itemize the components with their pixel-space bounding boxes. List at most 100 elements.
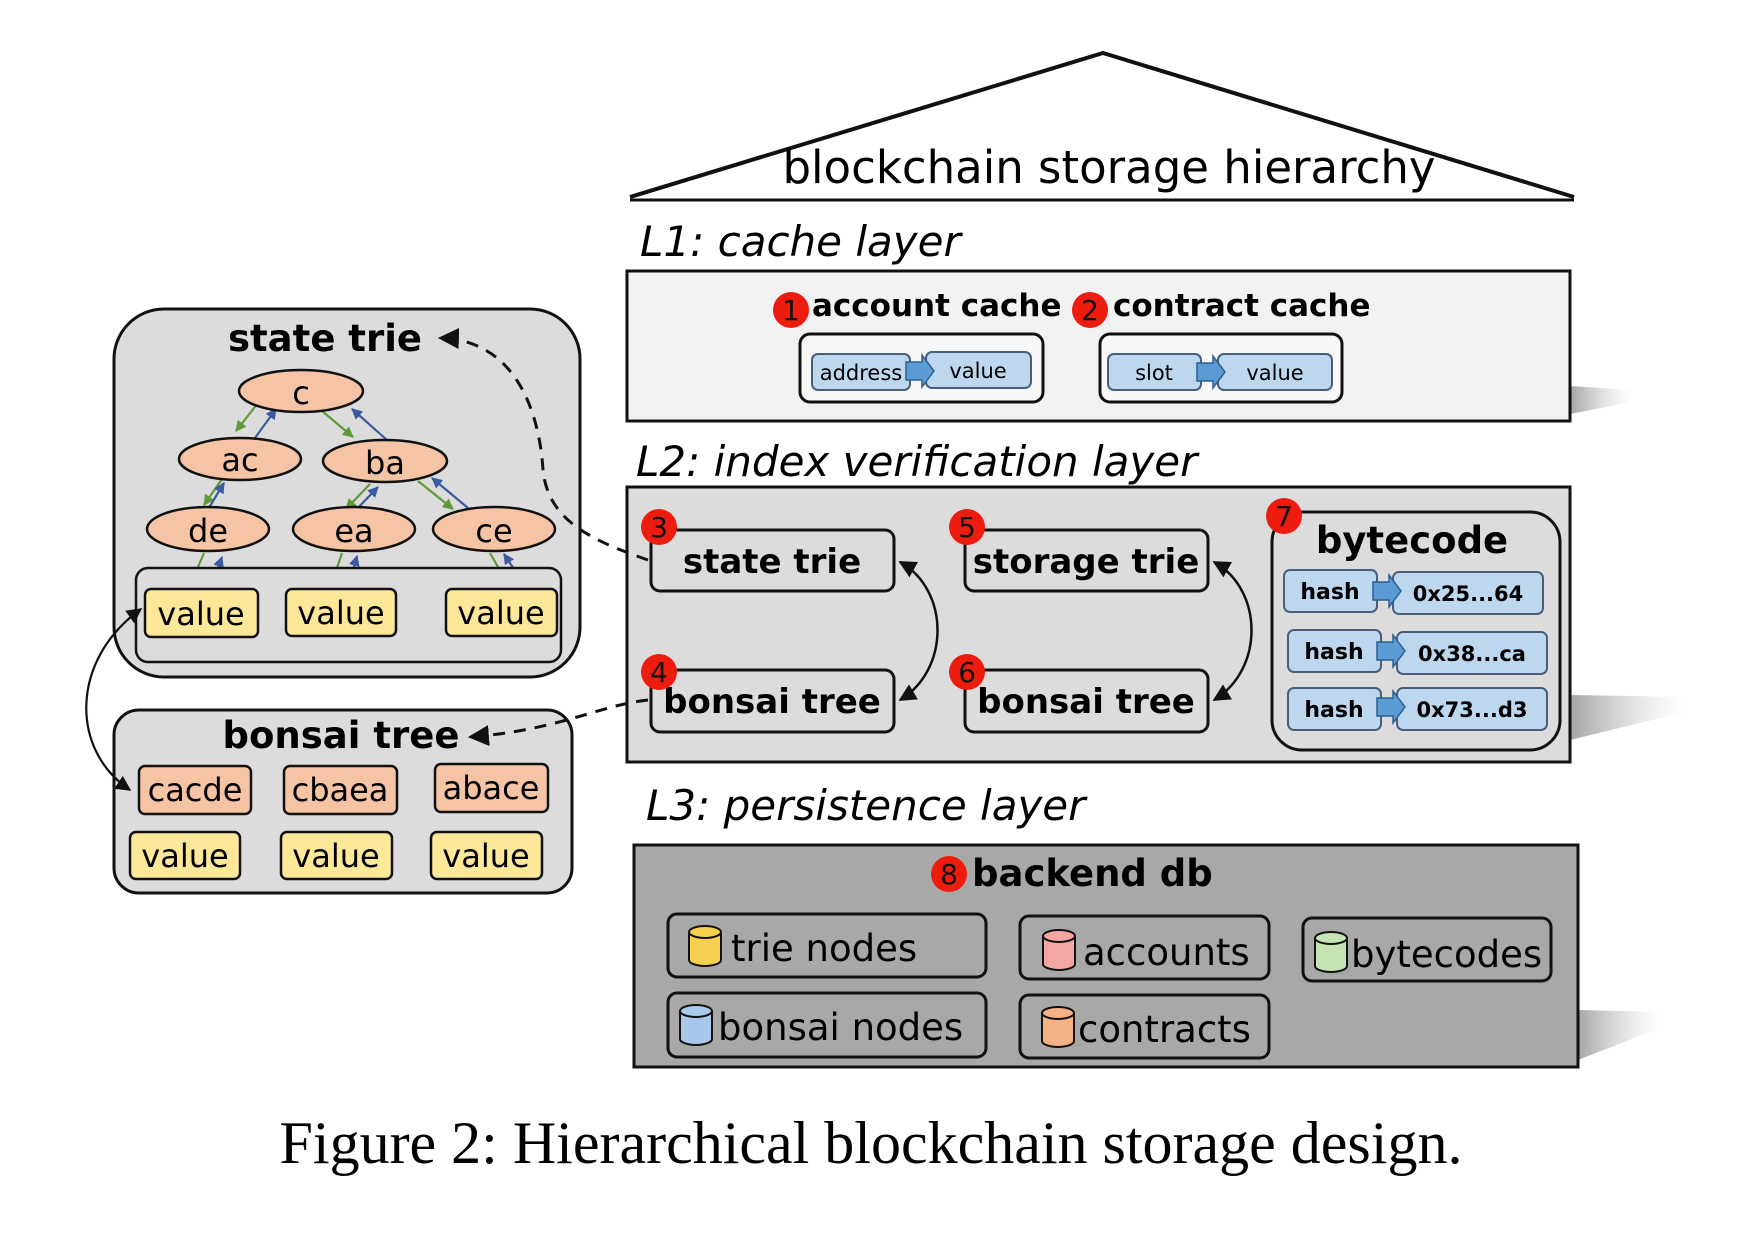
- dashed-link-state-trie: [437, 327, 649, 562]
- trie-node-ac-label: ac: [221, 441, 258, 479]
- bonsai-detail-title: bonsai tree: [223, 714, 460, 757]
- trie-value-2: [284, 587, 398, 638]
- store-accounts-label: accounts: [1083, 931, 1250, 974]
- map-arrow-icon: [1372, 572, 1402, 610]
- badge-6-number: 6: [958, 656, 976, 689]
- l2-bytecode: 7 bytecode hash 0x25...64 hash 0x38...ca…: [1266, 498, 1562, 752]
- layer-label-l2: L2: index verification layer: [636, 437, 1200, 486]
- state-trie-detail-title: state trie: [228, 317, 422, 360]
- bytecode-row-1-value: 0x25...64: [1413, 582, 1524, 606]
- contract-cache-title: contract cache: [1113, 288, 1371, 324]
- map-arrow-icon: [1376, 688, 1406, 726]
- store-accounts: accounts: [1018, 914, 1271, 981]
- store-bytecodes-label: bytecodes: [1351, 933, 1542, 976]
- trie-node-ac: [177, 436, 303, 482]
- bonsai-value-2-label: value: [292, 837, 379, 875]
- account-cache-value: value: [949, 359, 1006, 383]
- database-icon: [679, 1004, 713, 1046]
- bonsai-key-3-label: abace: [443, 769, 540, 807]
- badge-8-number: 8: [940, 858, 958, 891]
- layer-label-l3: L3: persistence layer: [646, 781, 1088, 830]
- badge-2-number: 2: [1081, 294, 1099, 327]
- trie-value-3: [444, 587, 559, 638]
- badge-8: [931, 856, 967, 892]
- layer-label-l1: L1: cache layer: [640, 217, 963, 266]
- bytecode-row-2-key: hash: [1304, 640, 1363, 665]
- bytecode-row-3-value: 0x73...d3: [1417, 698, 1528, 722]
- badge-2: [1072, 292, 1108, 328]
- bonsai-value-1: [128, 830, 242, 881]
- bytecode-title: bytecode: [1316, 519, 1508, 562]
- badge-5-number: 5: [958, 511, 976, 544]
- trie-node-ce-label: ce: [475, 512, 512, 550]
- bonsai-value-2: [279, 830, 394, 881]
- l2-bonsai-tree-a: bonsai tree 4: [641, 654, 896, 734]
- database-icon: [1041, 1006, 1075, 1048]
- badge-3-number: 3: [650, 511, 668, 544]
- store-contracts: contracts: [1018, 993, 1271, 1060]
- contract-cache-key: slot: [1135, 361, 1173, 385]
- l2-bonsai-tree-a-label: bonsai tree: [663, 682, 881, 722]
- badge-7-number: 7: [1275, 500, 1293, 533]
- backend-db-title: backend db: [972, 852, 1213, 895]
- bytecode-row-3-key: hash: [1304, 698, 1363, 723]
- trie-value-1-label: value: [157, 595, 244, 633]
- hierarchy-title: blockchain storage hierarchy: [782, 141, 1435, 194]
- map-arrow-icon: [1196, 353, 1226, 391]
- trie-value-1: [143, 587, 260, 639]
- badge-6: [949, 654, 985, 690]
- l2-index-layer: state trie 3 bonsai tree 4 storage trie …: [625, 485, 1685, 764]
- account-cache-title: account cache: [812, 288, 1061, 324]
- store-trie-nodes: trie nodes: [666, 912, 988, 979]
- hierarchy-roof: blockchain storage hierarchy: [629, 50, 1575, 202]
- bonsai-value-3: [429, 830, 544, 881]
- l2-state-trie: state trie 3: [641, 509, 896, 593]
- trie-node-ea: [291, 505, 417, 553]
- l2-storage-trie: storage trie 5: [949, 509, 1210, 593]
- bytecode-row-2-value: 0x38...ca: [1418, 642, 1526, 666]
- trie-value-2-label: value: [297, 594, 384, 632]
- map-arrow-icon: [905, 352, 935, 390]
- contract-cache-value: value: [1246, 361, 1303, 385]
- bonsai-key-3: [433, 762, 550, 814]
- trie-value-3-label: value: [457, 594, 544, 632]
- bytecode-row-1-key: hash: [1300, 580, 1359, 605]
- badge-7: [1266, 498, 1302, 534]
- trie-node-ba-label: ba: [365, 444, 405, 482]
- bonsai-key-2: [282, 764, 399, 816]
- trie-node-ea-label: ea: [334, 512, 373, 550]
- store-trie-nodes-label: trie nodes: [731, 927, 917, 970]
- badge-1: [773, 292, 809, 328]
- contract-cache: 2 contract cache slot value: [1072, 288, 1371, 404]
- bonsai-key-2-label: cbaea: [292, 771, 389, 809]
- link-state-bonsai-arrow: [898, 560, 939, 702]
- trie-bonsai-link-arrow: [85, 608, 143, 791]
- badge-4: [641, 654, 677, 690]
- trie-node-ce: [431, 505, 557, 553]
- bonsai-value-1-label: value: [141, 837, 228, 875]
- trie-node-c: [237, 368, 365, 414]
- map-arrow-icon: [1376, 632, 1406, 670]
- l1-cache-layer: 1 account cache address value 2 contract…: [625, 269, 1632, 423]
- account-cache-key: address: [820, 361, 903, 385]
- trie-node-de: [145, 505, 271, 553]
- bonsai-tree-detail: bonsai tree cacde cbaea abace value valu…: [112, 708, 574, 895]
- l2-state-trie-label: state trie: [683, 542, 861, 582]
- figure-caption: Figure 2: Hierarchical blockchain storag…: [280, 1110, 1463, 1176]
- badge-3: [641, 509, 677, 545]
- l2-storage-trie-label: storage trie: [973, 542, 1200, 582]
- l2-bonsai-tree-b: bonsai tree 6: [949, 654, 1210, 734]
- l2-bonsai-tree-b-label: bonsai tree: [977, 682, 1195, 722]
- badge-5: [949, 509, 985, 545]
- database-icon: [1314, 931, 1348, 973]
- store-bytecodes: bytecodes: [1301, 916, 1553, 983]
- state-trie-detail: state trie c ac ba de: [112, 307, 582, 679]
- account-cache: 1 account cache address value: [773, 288, 1061, 404]
- store-bonsai-nodes-label: bonsai nodes: [718, 1006, 963, 1049]
- bonsai-key-1-label: cacde: [148, 771, 243, 809]
- database-icon: [1042, 929, 1076, 971]
- store-contracts-label: contracts: [1078, 1008, 1251, 1051]
- trie-node-ba: [321, 438, 449, 484]
- link-storage-bonsai-arrow: [1212, 560, 1253, 702]
